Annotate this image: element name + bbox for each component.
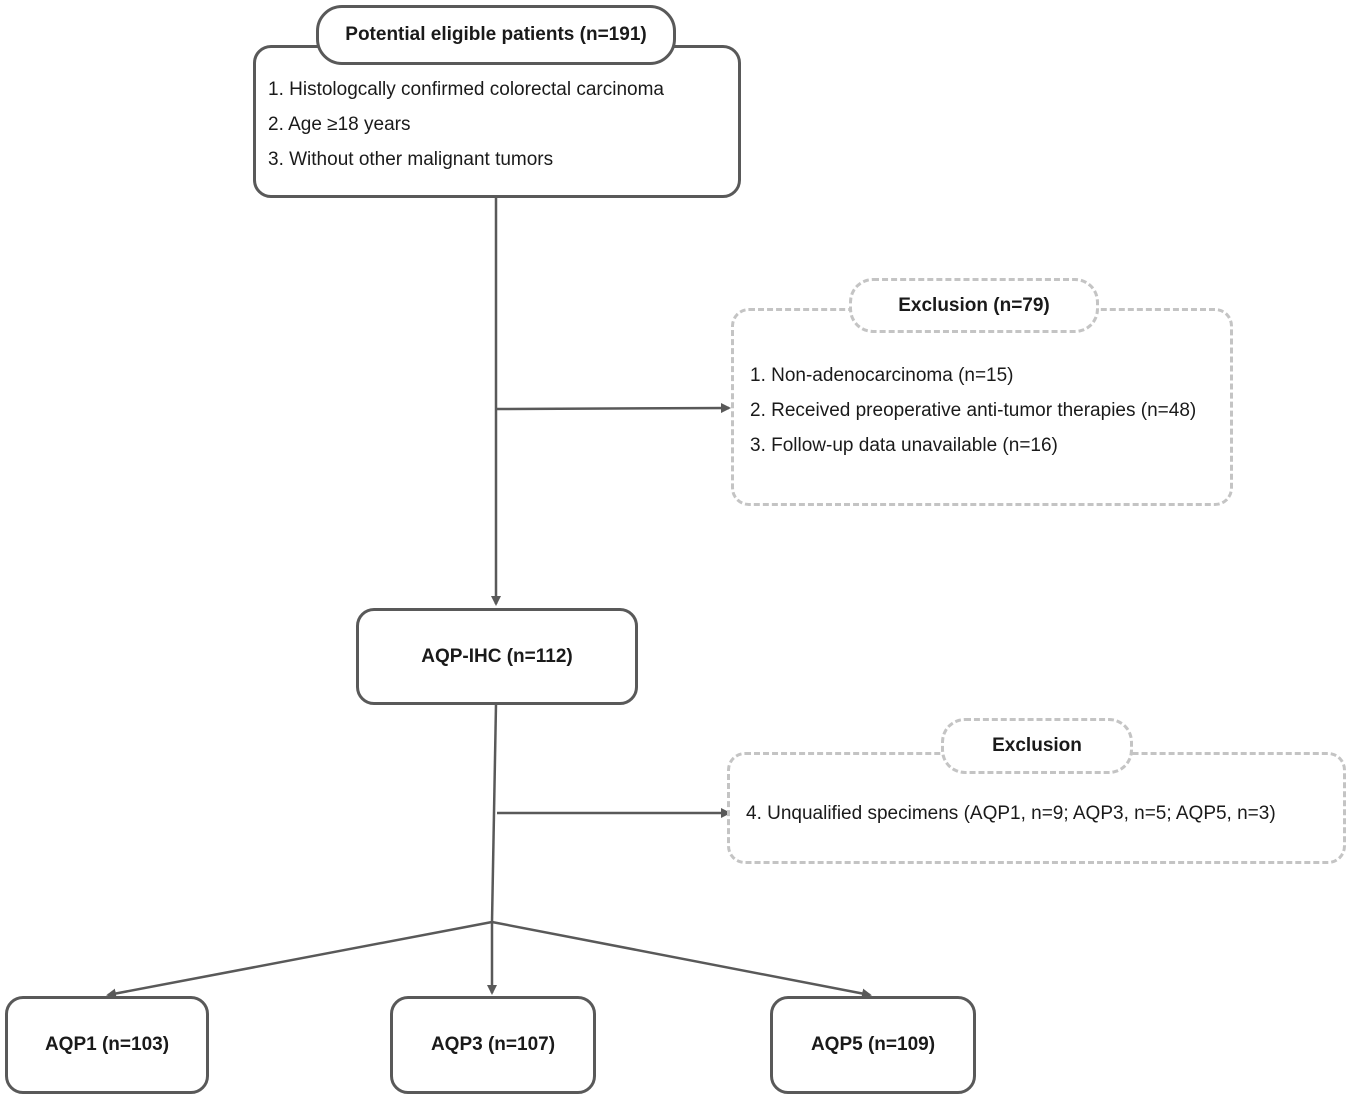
aqp-ihc-box: AQP-IHC (n=112) bbox=[356, 608, 638, 705]
arrow-to-aqp5 bbox=[491, 920, 872, 999]
exclusion-item: 2. Received preoperative anti-tumor ther… bbox=[750, 400, 1197, 421]
eligibility-criteria-list: 1. Histologcally confirmed colorectal ca… bbox=[268, 72, 664, 177]
group-aqp1-box: AQP1 (n=103) bbox=[5, 996, 209, 1094]
group-aqp3-box: AQP3 (n=107) bbox=[390, 996, 596, 1094]
arrow-to-aqp1 bbox=[106, 920, 493, 999]
line-from-aqp-ihc bbox=[490, 703, 498, 923]
criterion-item: 1. Histologcally confirmed colorectal ca… bbox=[268, 79, 664, 100]
arrow-to-exclusion-1 bbox=[495, 403, 731, 414]
exclusion-1-title: Exclusion (n=79) bbox=[849, 278, 1099, 333]
exclusion-item: 1. Non-adenocarcinoma (n=15) bbox=[750, 365, 1014, 386]
exclusion-2-title: Exclusion bbox=[941, 718, 1133, 774]
eligible-patients-title: Potential eligible patients (n=191) bbox=[316, 5, 676, 65]
exclusion-item: 4. Unqualified specimens (AQP1, n=9; AQP… bbox=[746, 803, 1276, 824]
exclusion-1-list: 1. Non-adenocarcinoma (n=15) 2. Received… bbox=[750, 358, 1196, 463]
criterion-item: 2. Age ≥18 years bbox=[268, 114, 411, 135]
exclusion-item: 3. Follow-up data unavailable (n=16) bbox=[750, 435, 1058, 456]
group-aqp5-box: AQP5 (n=109) bbox=[770, 996, 976, 1094]
criterion-item: 3. Without other malignant tumors bbox=[268, 149, 554, 170]
exclusion-1-box bbox=[731, 308, 1233, 506]
exclusion-2-list: 4. Unqualified specimens (AQP1, n=9; AQP… bbox=[746, 796, 1276, 831]
